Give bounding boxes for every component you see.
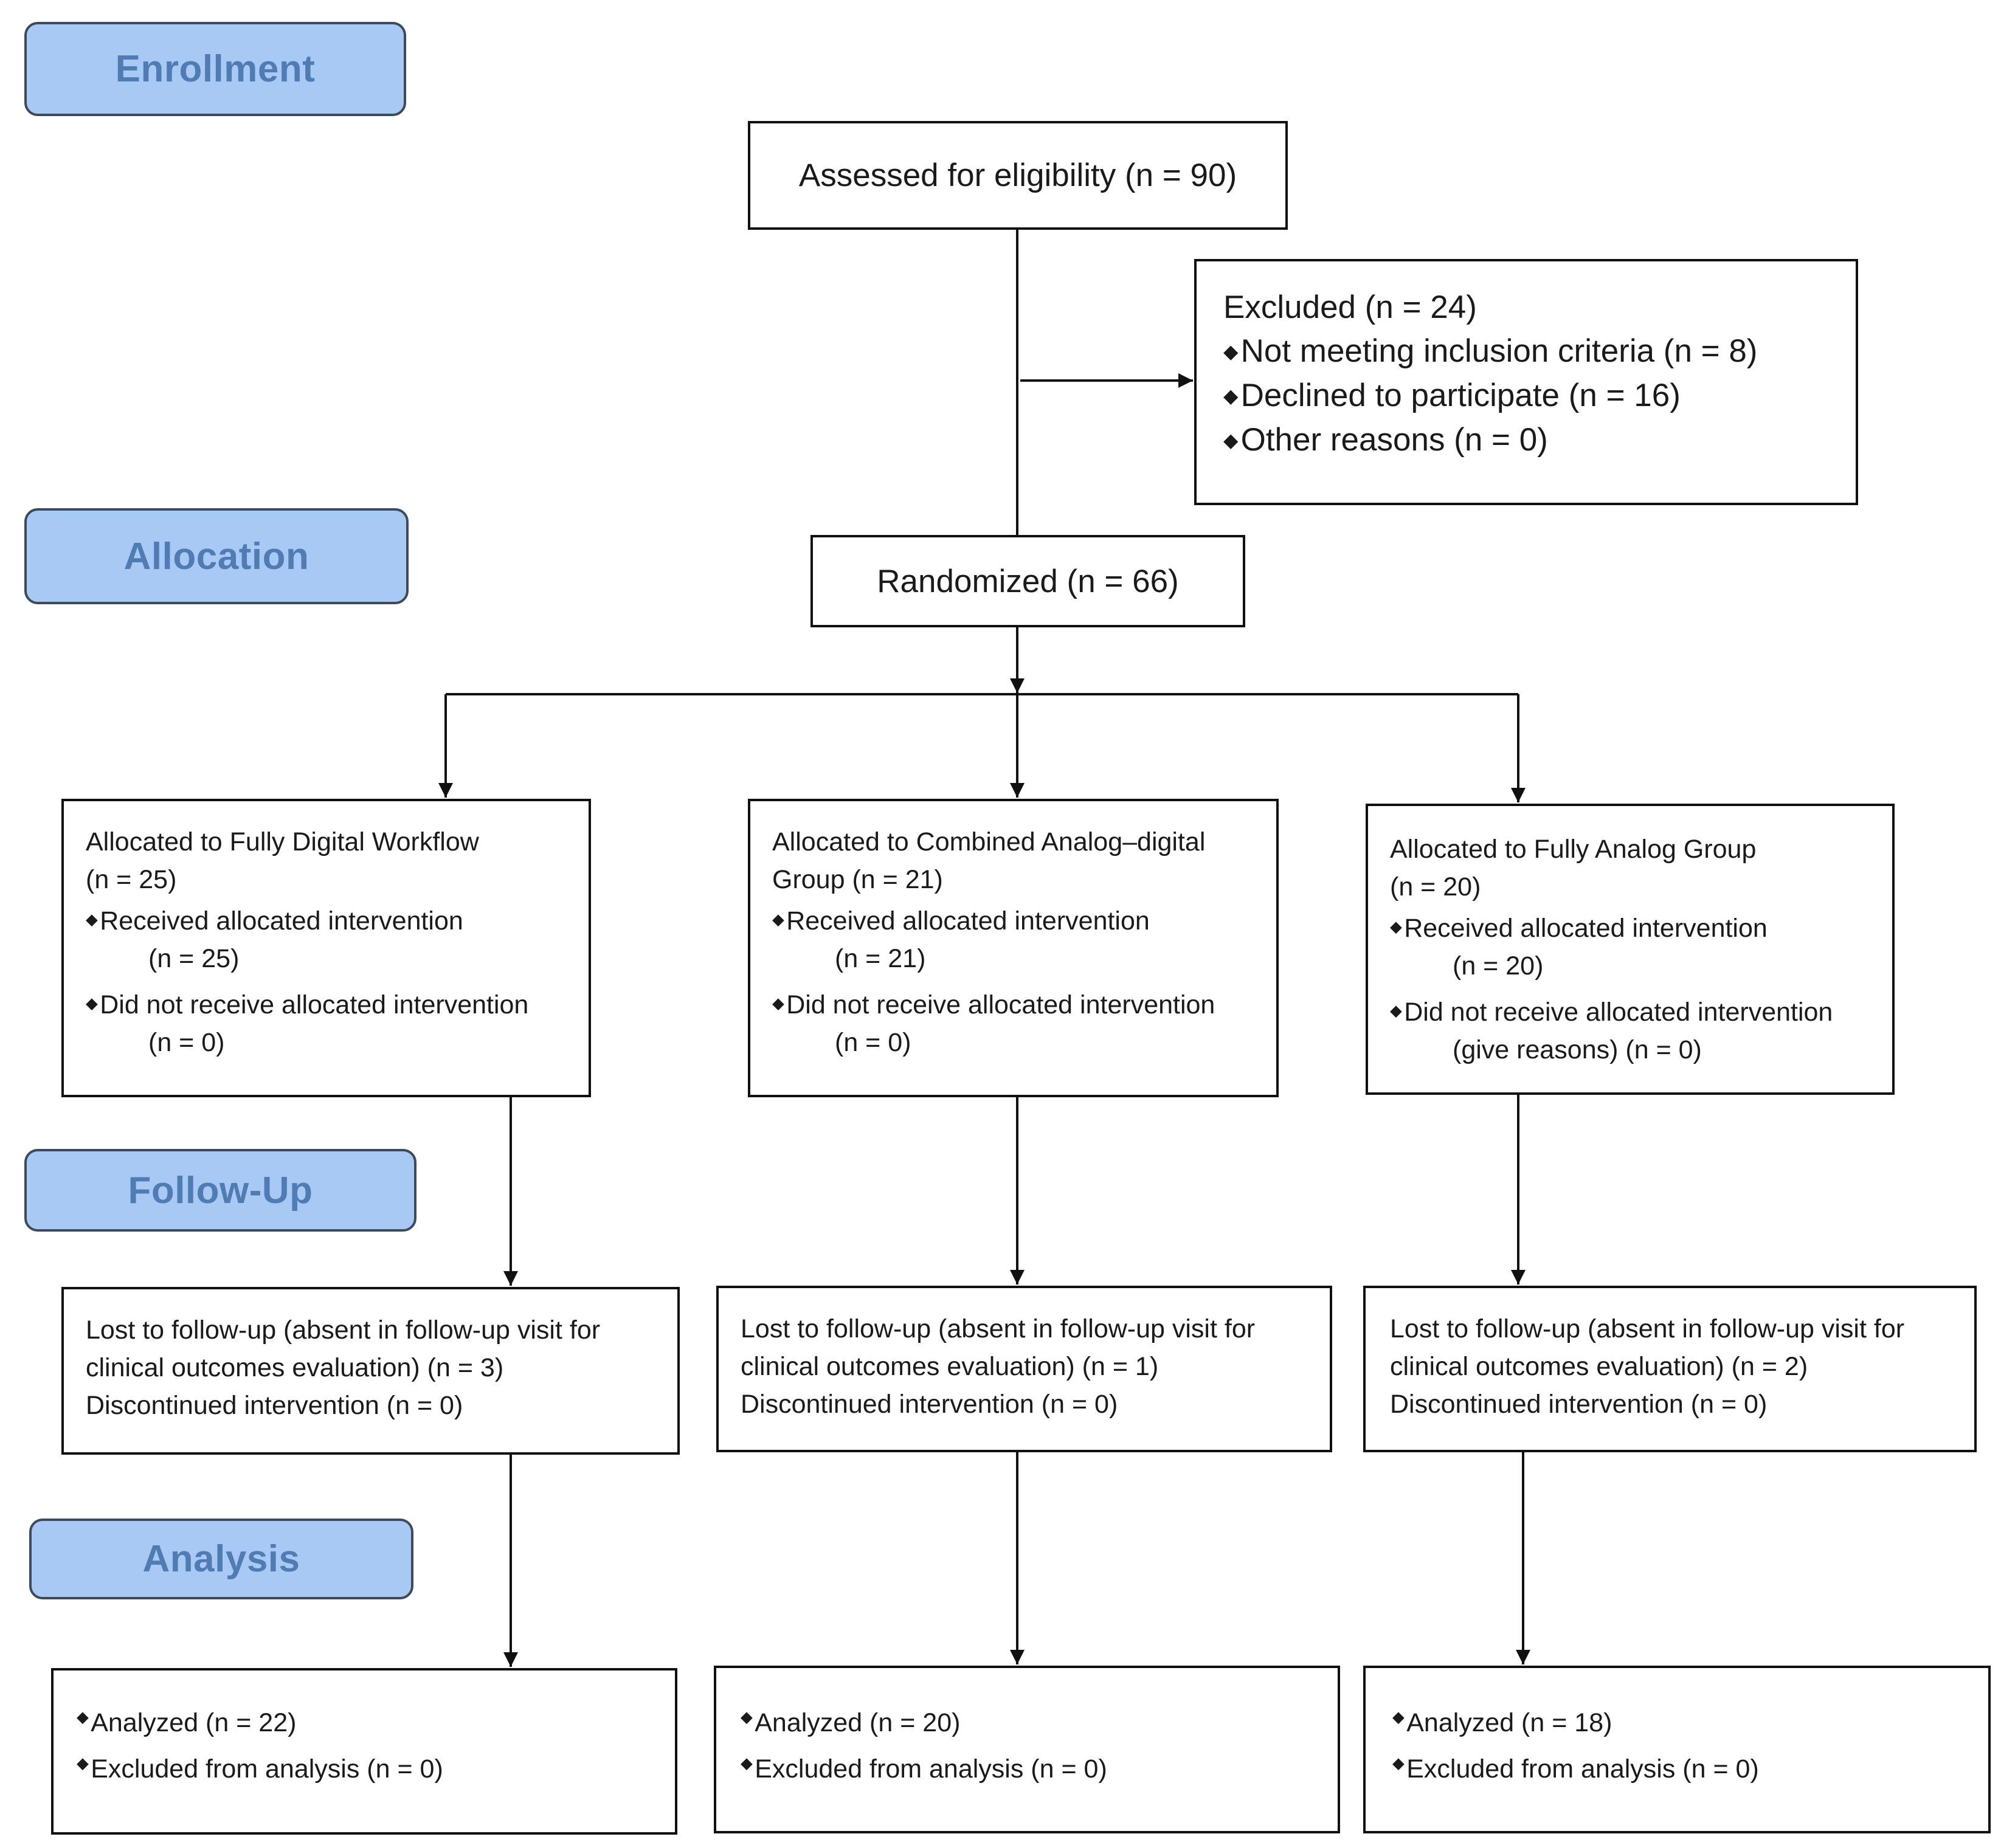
bullet-icon: ◆	[86, 995, 98, 1012]
bullet-icon: ◆	[772, 911, 784, 928]
analyzed-item: ◆Analyzed (n = 18)	[1392, 1700, 1988, 1746]
allocation-title: Allocated to Fully Digital Workflow	[86, 827, 479, 857]
not-received-count: (n = 0)	[148, 1028, 225, 1057]
bullet-icon: ◆	[1223, 429, 1239, 452]
received-count: (n = 21)	[835, 944, 926, 973]
randomized-text: Randomized (n = 66)	[877, 563, 1179, 599]
followup-box-analog: Lost to follow-up (absent in follow-up v…	[1363, 1286, 1977, 1452]
analysis-box-digital: ◆Analyzed (n = 22) ◆Excluded from analys…	[51, 1668, 677, 1835]
bullet-icon: ◆	[772, 995, 784, 1012]
received-item: ◆Received allocated intervention	[86, 902, 589, 940]
followup-line: Lost to follow-up (absent in follow-up v…	[1390, 1314, 1905, 1343]
assessed-for-eligibility-box: Assessed for eligibility (n = 90)	[748, 121, 1288, 230]
followup-line: Discontinued intervention (n = 0)	[1390, 1390, 1768, 1419]
allocation-box-combined: Allocated to Combined Analog–digital Gro…	[748, 799, 1279, 1097]
excluded-title: Excluded (n = 24)	[1223, 289, 1477, 325]
stage-label-follow-up: Follow-Up	[24, 1149, 416, 1232]
bullet-icon: ◆	[1390, 919, 1402, 936]
excluded-item: ◆Declined to participate (n = 16)	[1223, 374, 1856, 418]
allocation-title: Allocated to Fully Analog Group	[1390, 835, 1757, 864]
received-item: ◆Received allocated intervention	[772, 902, 1276, 940]
analyzed-item: ◆Analyzed (n = 20)	[741, 1700, 1338, 1746]
followup-line: clinical outcomes evaluation) (n = 3)	[86, 1353, 504, 1382]
not-received-item: ◆Did not receive allocated intervention	[86, 986, 589, 1024]
allocation-box-analog: Allocated to Fully Analog Group (n = 20)…	[1366, 804, 1895, 1095]
analysis-box-analog: ◆Analyzed (n = 18) ◆Excluded from analys…	[1363, 1666, 1991, 1833]
excluded-box: Excluded (n = 24) ◆Not meeting inclusion…	[1194, 259, 1858, 505]
excluded-item: ◆Other reasons (n = 0)	[1223, 418, 1856, 463]
analysis-box-combined: ◆Analyzed (n = 20) ◆Excluded from analys…	[714, 1666, 1340, 1833]
followup-line: clinical outcomes evaluation) (n = 1)	[741, 1352, 1159, 1381]
allocation-title: (n = 25)	[86, 865, 177, 894]
followup-line: clinical outcomes evaluation) (n = 2)	[1390, 1352, 1808, 1381]
assessed-for-eligibility-text: Assessed for eligibility (n = 90)	[798, 157, 1237, 193]
bullet-icon: ◆	[741, 1709, 753, 1726]
bullet-icon: ◆	[77, 1709, 89, 1726]
bullet-icon: ◆	[1390, 1002, 1402, 1019]
stage-label-allocation: Allocation	[24, 508, 409, 604]
allocation-title: (n = 20)	[1390, 872, 1481, 902]
received-item: ◆Received allocated intervention	[1390, 909, 1892, 947]
stage-label-enrollment: Enrollment	[24, 22, 406, 116]
bullet-icon: ◆	[1223, 340, 1239, 362]
received-count: (n = 20)	[1453, 951, 1544, 981]
allocation-title: Allocated to Combined Analog–digital	[772, 827, 1206, 857]
bullet-icon: ◆	[77, 1755, 89, 1772]
followup-line: Lost to follow-up (absent in follow-up v…	[86, 1315, 601, 1345]
followup-line: Discontinued intervention (n = 0)	[86, 1391, 463, 1420]
received-count: (n = 25)	[148, 944, 240, 973]
bullet-icon: ◆	[741, 1755, 753, 1772]
followup-line: Discontinued intervention (n = 0)	[741, 1390, 1118, 1419]
bullet-icon: ◆	[86, 911, 98, 928]
allocation-title: Group (n = 21)	[772, 865, 943, 894]
not-received-count: (give reasons) (n = 0)	[1453, 1035, 1702, 1064]
excluded-item: ◆Not meeting inclusion criteria (n = 8)	[1223, 329, 1856, 374]
followup-box-digital: Lost to follow-up (absent in follow-up v…	[61, 1287, 680, 1455]
randomized-box: Randomized (n = 66)	[810, 535, 1245, 627]
bullet-icon: ◆	[1223, 385, 1239, 407]
bullet-icon: ◆	[1392, 1709, 1405, 1726]
followup-line: Lost to follow-up (absent in follow-up v…	[741, 1314, 1256, 1343]
allocation-box-digital: Allocated to Fully Digital Workflow (n =…	[61, 799, 591, 1097]
excluded-from-analysis-item: ◆Excluded from analysis (n = 0)	[77, 1746, 675, 1792]
followup-box-combined: Lost to follow-up (absent in follow-up v…	[716, 1286, 1332, 1452]
excluded-from-analysis-item: ◆Excluded from analysis (n = 0)	[741, 1746, 1338, 1792]
not-received-item: ◆Did not receive allocated intervention	[1390, 993, 1892, 1031]
stage-label-analysis: Analysis	[29, 1519, 413, 1599]
not-received-count: (n = 0)	[835, 1028, 911, 1057]
excluded-from-analysis-item: ◆Excluded from analysis (n = 0)	[1392, 1746, 1988, 1792]
analyzed-item: ◆Analyzed (n = 22)	[77, 1700, 675, 1746]
bullet-icon: ◆	[1392, 1755, 1405, 1772]
not-received-item: ◆Did not receive allocated intervention	[772, 986, 1276, 1024]
